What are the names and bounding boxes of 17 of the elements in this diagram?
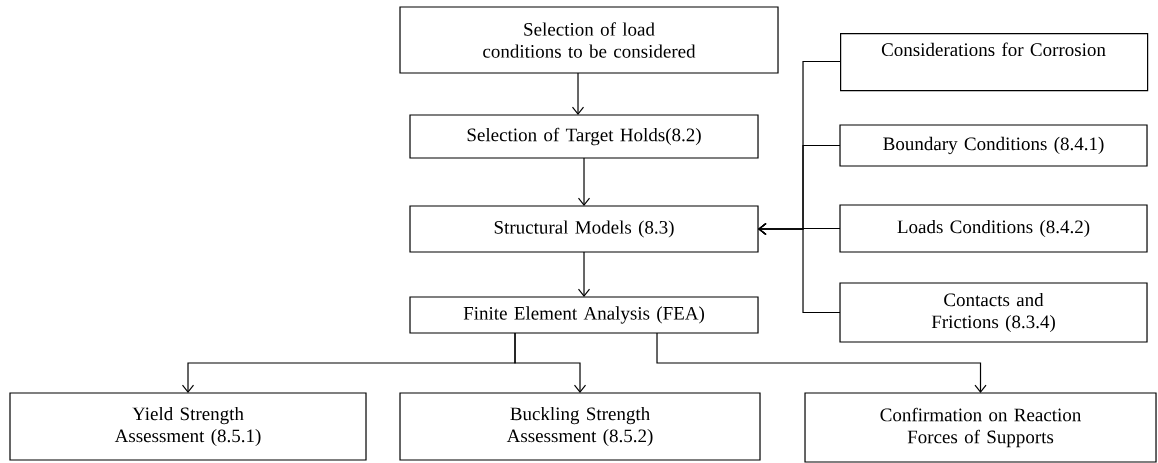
arrow bbox=[656, 332, 987, 393]
process-box: Yield Strength Assessment (8.5.1) bbox=[9, 392, 367, 461]
process-box: Buckling Strength Assessment (8.5.2) bbox=[399, 392, 761, 461]
process-box: Finite Element Analysis (FEA) bbox=[409, 296, 759, 334]
input-box: Boundary Conditions (8.4.1) bbox=[839, 124, 1148, 167]
arrow bbox=[758, 222, 841, 314]
process-box: Selection of Target Holds(8.2) bbox=[409, 114, 759, 159]
arrow bbox=[577, 157, 591, 206]
arrow bbox=[577, 251, 591, 297]
process-box: Selection of load conditions to be considered bbox=[399, 6, 779, 74]
input-box: Contacts and Frictions (8.3.4) bbox=[839, 282, 1148, 343]
arrow bbox=[514, 332, 587, 393]
arrow bbox=[571, 72, 585, 115]
input-box: Loads Conditions (8.4.2) bbox=[839, 204, 1148, 253]
process-box: Confirmation on Reaction Forces of Supports bbox=[804, 392, 1157, 463]
process-box: Structural Models (8.3) bbox=[409, 205, 759, 253]
input-box: Considerations for Corrosion bbox=[840, 33, 1149, 92]
